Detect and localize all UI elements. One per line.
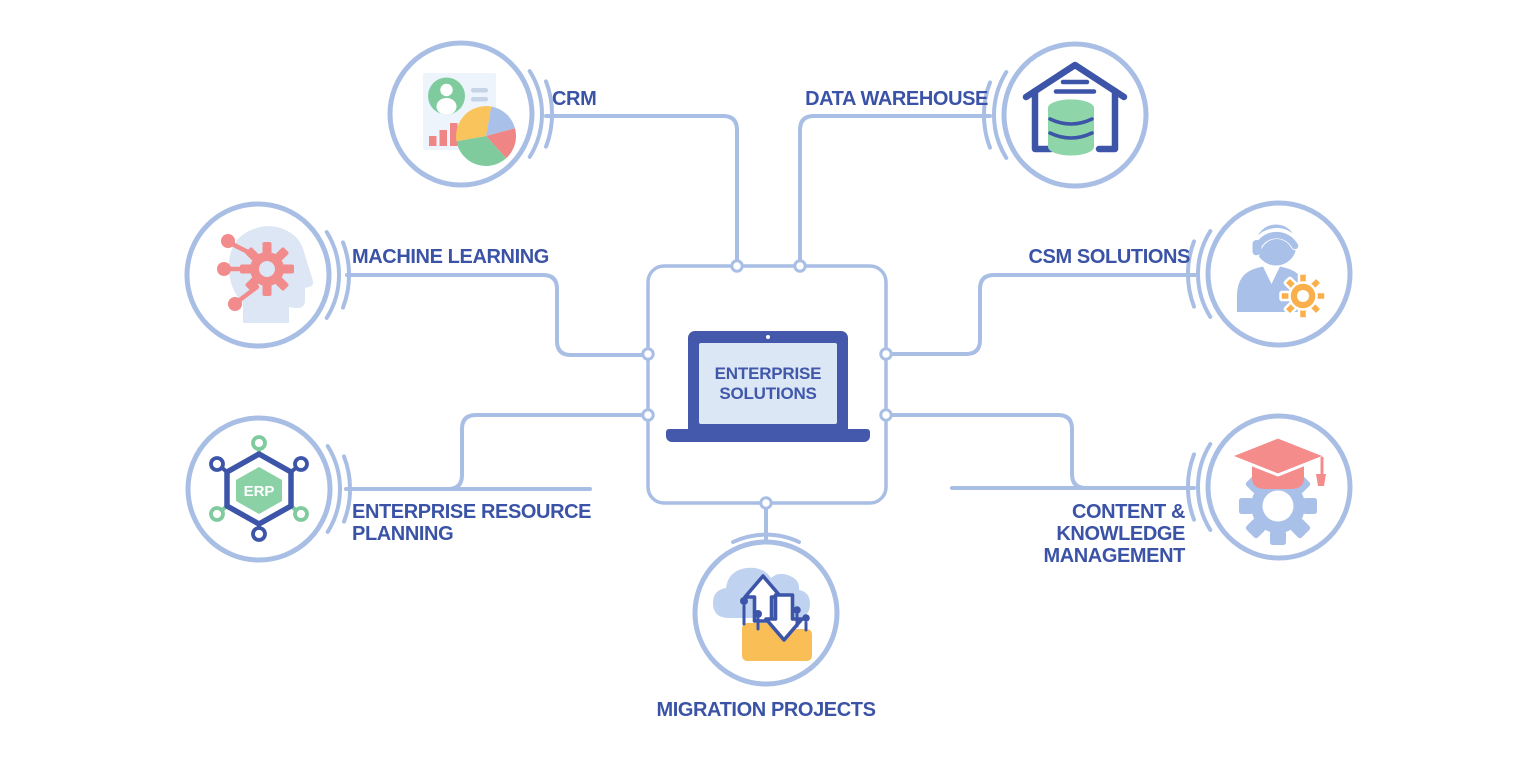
connector-crm — [544, 114, 739, 268]
connector-ckm — [884, 413, 1088, 490]
connector-erp — [446, 413, 650, 491]
headset-earcup — [1252, 240, 1262, 255]
label-migration-projects: MIGRATION PROJECTS — [656, 699, 876, 721]
erp-hexagon-network-icon: ERP — [209, 435, 309, 542]
head-gear-network-icon — [217, 226, 314, 323]
cloud-folder-transfer-icon — [713, 567, 812, 661]
label-erp: ENTERPRISE RESOURCE PLANNING — [352, 501, 592, 545]
text-line — [471, 97, 488, 102]
hexagon-nodes — [209, 435, 309, 542]
label-csm-solutions: CSM SOLUTIONS — [1028, 246, 1191, 268]
brain-gear — [240, 242, 294, 296]
cap-board — [1228, 435, 1328, 477]
label-crm: CRM — [552, 88, 597, 110]
graduation-cap-gear-icon — [1228, 435, 1328, 545]
erp-badge: ERP — [244, 483, 275, 500]
folder — [742, 623, 812, 661]
warehouse-roof — [1022, 61, 1128, 101]
warehouse-database-icon — [1022, 61, 1128, 156]
network-nodes — [217, 234, 242, 311]
label-data-warehouse: DATA WAREHOUSE — [805, 88, 988, 110]
accent-arcs — [324, 69, 1213, 544]
bar-chart — [429, 123, 458, 146]
data-pins — [740, 597, 810, 632]
support-person-gear-icon — [1237, 224, 1327, 320]
laptop-base — [666, 429, 870, 442]
connector-data-warehouse — [798, 114, 992, 268]
laptop-camera-dot — [766, 335, 770, 339]
label-content-knowledge: CONTENT & KNOWLEDGE MANAGEMENT — [1043, 501, 1185, 567]
connector-csm — [884, 273, 1197, 356]
text-line — [471, 88, 488, 93]
crm-report-icon — [423, 73, 517, 166]
connector-lines — [344, 114, 1197, 541]
service-gear — [1279, 272, 1327, 320]
inner-hexagon — [236, 467, 282, 514]
warehouse-right-wall — [1095, 87, 1119, 153]
connection-nodes — [641, 259, 893, 510]
connector-machine-learning — [345, 273, 650, 357]
center-title: ENTERPRISE SOLUTIONS — [699, 343, 837, 424]
warehouse-left-wall — [1031, 87, 1055, 153]
pie-chart — [456, 106, 517, 166]
label-machine-learning: MACHINE LEARNING — [352, 246, 549, 268]
download-arrow — [764, 593, 804, 642]
